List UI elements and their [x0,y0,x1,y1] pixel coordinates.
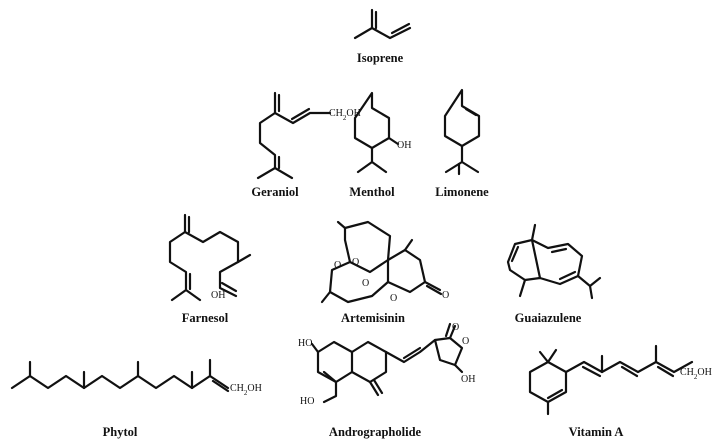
atom-geraniol-ch2oh: CH2OH [329,108,361,122]
atom-andro-ho2: HO [300,396,314,407]
structure-andrographolide: HO HO O O OH Andrographolide [298,322,475,439]
structure-limonene: Limonene [435,88,489,199]
label-phytol: Phytol [103,425,138,439]
atom-artemisinin-o3: O [362,278,369,289]
structure-isoprene: Isoprene [353,8,412,65]
atom-artemisinin-o5: O [442,290,449,301]
label-artemisinin: Artemisinin [341,311,405,325]
label-geraniol: Geraniol [251,185,299,199]
structure-geraniol: CH2OH Geraniol [251,91,361,199]
atom-andro-ho1: HO [298,338,312,349]
atom-menthol-oh: OH [397,140,411,151]
label-farnesol: Farnesol [182,311,229,325]
label-menthol: Menthol [349,185,395,199]
structure-vitamin-a: CH2OH Vitamin A [528,344,712,439]
structure-guaiazulene: Guaiazulene [506,223,602,325]
label-vitamin-a: Vitamin A [569,425,624,439]
atom-vitamin-a-ch2oh: CH2OH [680,367,712,381]
atom-andro-oh: OH [461,374,475,385]
atom-phytol-ch2oh: CH2OH [230,383,262,397]
structure-phytol: CH2OH Phytol [10,358,262,439]
structure-menthol: OH Menthol [349,91,411,199]
atom-farnesol-oh: OH [211,290,225,301]
atom-andro-o2: O [452,322,459,333]
atom-artemisinin-o1: O [352,257,359,268]
atom-artemisinin-o4: O [390,293,397,304]
structure-artemisinin: O O O O O Artemisinin [320,220,449,325]
label-limonene: Limonene [435,185,489,199]
atom-artemisinin-o2: O [334,260,341,271]
structure-farnesol: OH Farnesol [168,213,252,325]
atom-andro-o1: O [462,336,469,347]
label-isoprene: Isoprene [357,51,404,65]
label-guaiazulene: Guaiazulene [515,311,582,325]
label-andrographolide: Andrographolide [329,425,422,439]
